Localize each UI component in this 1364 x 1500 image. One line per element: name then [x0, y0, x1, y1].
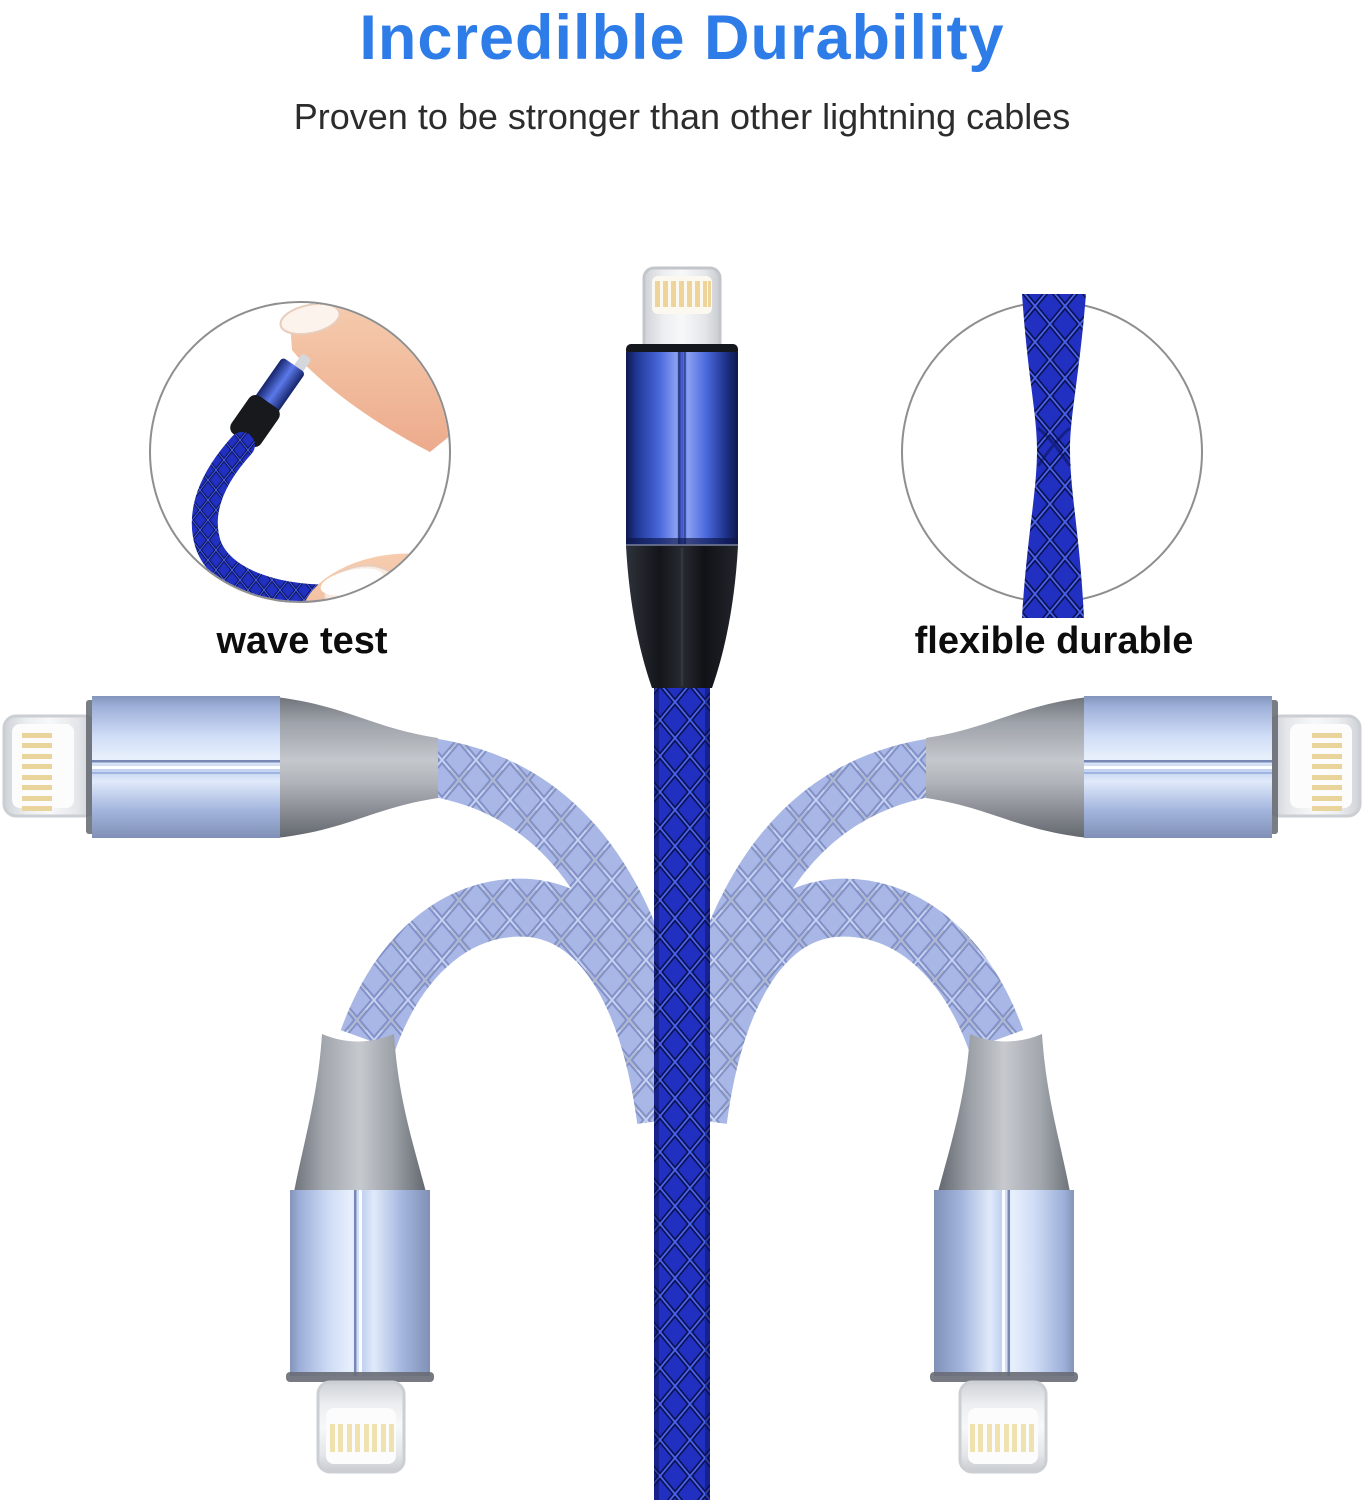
lightning-pins — [330, 1424, 394, 1452]
twist-shading — [1036, 426, 1072, 467]
fingernail-top — [279, 303, 341, 336]
bottom-right-tip-window — [968, 1408, 1038, 1464]
bottom-right-lightning-connector — [930, 1034, 1078, 1474]
wave-test-label: wave test — [216, 620, 388, 662]
left-body-seam — [92, 760, 280, 774]
bottom-right-taper — [938, 1034, 1070, 1192]
left-lightning-connector — [2, 696, 438, 838]
bent-braided-cable — [191, 432, 358, 601]
flexible-durable-circle — [901, 294, 1203, 618]
right-body-seam — [1084, 760, 1272, 774]
center-body-bottom-edge — [626, 538, 738, 546]
flexible-durable-label: flexible durable — [914, 620, 1194, 662]
center-lightning-connector — [626, 266, 738, 688]
center-body-seam — [678, 352, 686, 544]
bottom-left-body-seam — [354, 1190, 362, 1376]
right-lightning-connector — [926, 696, 1362, 838]
page-subtitle: Proven to be stronger than other lightni… — [293, 96, 1071, 137]
lightning-pins — [655, 281, 711, 307]
right-connector-taper — [926, 697, 1088, 838]
bottom-left-ring — [286, 1372, 434, 1382]
bottom-left-taper — [294, 1034, 426, 1192]
bottom-left-lightning-connector — [286, 1034, 434, 1474]
bottom-right-ring — [930, 1372, 1078, 1382]
center-connector-body — [626, 352, 738, 544]
center-braided-cable — [654, 680, 710, 1500]
page-title: Incredilble Durability — [359, 3, 1005, 73]
left-connector-taper — [276, 697, 438, 838]
twisted-braided-cable — [1022, 294, 1086, 618]
lightning-pins — [970, 1424, 1034, 1452]
bottom-left-tip-window — [326, 1408, 396, 1464]
bottom-right-body-seam — [1002, 1190, 1010, 1376]
